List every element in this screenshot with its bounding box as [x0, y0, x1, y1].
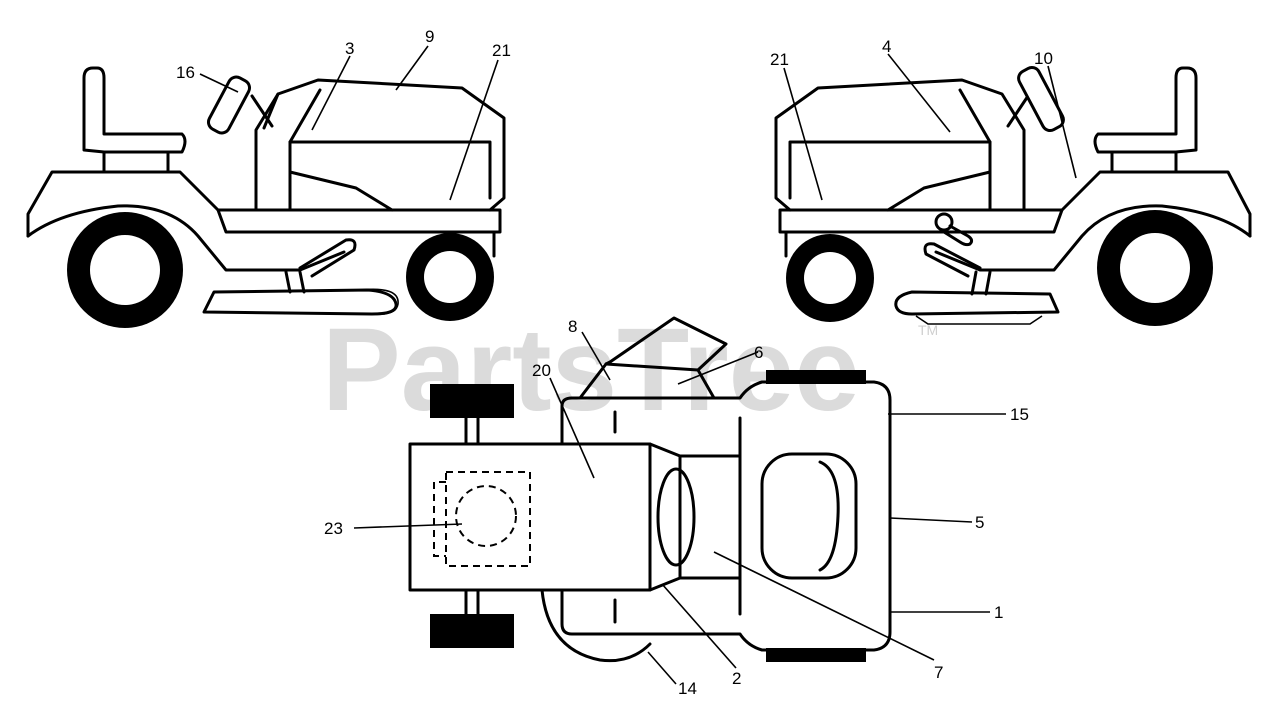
hood-fin [886, 170, 992, 212]
callout-21-left: 21 [492, 41, 511, 60]
callout-20: 20 [532, 361, 551, 380]
callout-16: 16 [176, 63, 195, 82]
seat [1093, 66, 1198, 154]
hood [774, 78, 1026, 212]
leader-2 [661, 583, 737, 669]
steering-top [656, 467, 696, 567]
leader-6 [677, 351, 759, 385]
callout-10: 10 [1034, 49, 1053, 68]
hood-top [408, 442, 652, 592]
steering-wheel [206, 75, 252, 135]
rear-tire-top [766, 370, 866, 384]
front-tire-top [430, 384, 514, 418]
hood-side [788, 140, 992, 212]
leader-4 [887, 53, 951, 133]
rear-fender [778, 170, 1252, 238]
leader-16 [199, 73, 239, 93]
callout-9: 9 [425, 27, 434, 46]
front-frame [216, 208, 496, 258]
key-knob [934, 212, 954, 232]
chassis-lower [934, 204, 1252, 272]
hood-edge [288, 88, 322, 144]
hood [254, 78, 506, 212]
callout-labels: 3 9 21 16 21 4 10 8 6 20 15 5 1 23 7 2 1… [176, 27, 1053, 698]
top-view [408, 316, 892, 663]
leader-7 [713, 551, 935, 661]
leader-9 [395, 45, 429, 91]
callout-7: 7 [934, 663, 943, 682]
deck-hanger [284, 270, 306, 294]
deck-hanger [970, 270, 992, 296]
leader-14 [647, 651, 677, 685]
callout-3: 3 [345, 39, 354, 58]
seat-top [760, 452, 858, 580]
seat-back-top [818, 460, 840, 572]
front-tire-bottom [430, 614, 514, 648]
lift-lever [298, 238, 357, 278]
callout-23: 23 [324, 519, 343, 538]
leader-20 [549, 377, 595, 479]
dash-wedge [648, 442, 682, 592]
leader-23 [353, 523, 463, 529]
callout-2: 2 [732, 669, 741, 688]
callout-1: 1 [994, 603, 1003, 622]
chassis-lower [26, 204, 346, 272]
deck-handle [359, 288, 399, 316]
callout-5: 5 [975, 513, 984, 532]
callout-14: 14 [678, 679, 697, 698]
leader-10 [1047, 65, 1077, 179]
seat-base [1110, 150, 1178, 174]
steering-wheel [1017, 66, 1065, 132]
leader-lines [199, 45, 1077, 685]
lift-lever [923, 242, 982, 278]
watermark-tm: TM [918, 322, 938, 338]
decal-circle-23 [455, 485, 517, 547]
steering-column [1006, 94, 1030, 128]
callout-21-right: 21 [770, 50, 789, 69]
rear-fender [26, 170, 502, 238]
rear-tire-bottom [766, 648, 866, 662]
front-axle-top [464, 416, 480, 446]
dash-panel [262, 92, 280, 130]
leader-21-left [449, 59, 499, 201]
leader-3 [311, 55, 351, 131]
right-side-view [774, 66, 1252, 326]
left-side-view [26, 66, 506, 328]
hood-fin [288, 170, 394, 212]
grass-catcher [540, 588, 652, 663]
mower-deck [894, 290, 1060, 316]
decal-area-23 [445, 471, 531, 567]
leader-5 [889, 517, 973, 523]
deck-handle [915, 315, 1043, 325]
key-stem [942, 224, 974, 247]
callout-6: 6 [754, 343, 763, 362]
front-frame [784, 208, 1064, 258]
seat-base [102, 150, 170, 174]
hood-edge [958, 88, 992, 144]
callout-4: 4 [882, 37, 891, 56]
seat [82, 66, 187, 154]
leader-8 [581, 331, 611, 381]
hood-side [288, 140, 492, 212]
deck-outline [560, 380, 892, 652]
steering-column [250, 94, 274, 128]
callout-15: 15 [1010, 405, 1029, 424]
leader-21-right [783, 67, 823, 201]
front-axle-bottom [464, 588, 480, 616]
decal-area-side [433, 481, 446, 557]
callout-8: 8 [568, 317, 577, 336]
